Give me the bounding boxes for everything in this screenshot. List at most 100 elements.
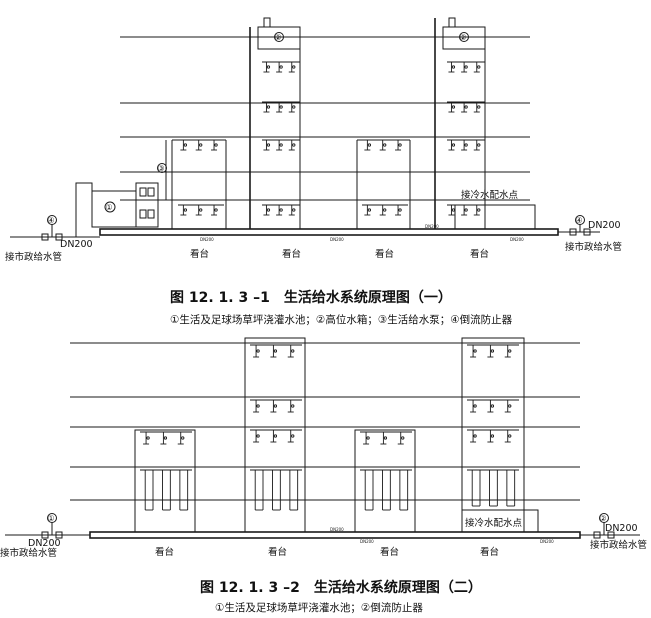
legend-2: ①生活及足球场草坪浇灌水池；②倒流防止器 bbox=[215, 601, 423, 614]
valve-icon bbox=[451, 105, 456, 109]
valve-icon bbox=[490, 349, 495, 353]
tower-1 bbox=[249, 17, 301, 229]
backflow-preventer-left bbox=[41, 215, 63, 241]
stand-label: 看台 bbox=[380, 546, 399, 558]
valve-icon bbox=[292, 105, 296, 109]
valve-icon bbox=[291, 404, 295, 408]
roof-tank bbox=[257, 26, 301, 50]
valve-icon bbox=[477, 143, 481, 147]
main-supply-pipe bbox=[89, 531, 581, 539]
valve-icon bbox=[266, 208, 271, 212]
stand-label: 看台 bbox=[268, 546, 287, 558]
valve-icon bbox=[291, 434, 295, 438]
valve-icon bbox=[477, 208, 481, 212]
building-block bbox=[354, 429, 416, 533]
valve-icon bbox=[292, 143, 296, 147]
stand-label: 看台 bbox=[190, 248, 209, 260]
tower-2 bbox=[434, 17, 486, 229]
building-block bbox=[134, 429, 196, 533]
valve-icon bbox=[508, 434, 512, 438]
valve-icon bbox=[292, 65, 296, 69]
backflow-preventer-right bbox=[569, 215, 591, 236]
valve-icon bbox=[181, 436, 185, 440]
valve-icon bbox=[279, 65, 283, 69]
dn-label-left: DN200 bbox=[28, 538, 61, 549]
pipe-size-mark: DN200 bbox=[200, 237, 214, 242]
valve-icon bbox=[367, 208, 372, 212]
pipe-size-mark: DN200 bbox=[540, 539, 554, 544]
marker-2-tower-2: ② bbox=[460, 33, 467, 42]
valve-icon bbox=[256, 404, 260, 408]
backflow-preventer-right bbox=[593, 513, 615, 539]
valve-icon bbox=[367, 143, 372, 147]
valve-icon bbox=[490, 434, 495, 438]
valve-icon bbox=[451, 65, 456, 69]
valve-icon bbox=[146, 436, 150, 440]
valve-icon bbox=[273, 349, 278, 353]
valve-icon bbox=[214, 143, 218, 147]
stand-riser-a bbox=[171, 139, 227, 229]
valve-icon bbox=[508, 404, 512, 408]
valve-icon bbox=[477, 105, 481, 109]
valve-icon bbox=[273, 434, 278, 438]
valve-icon bbox=[401, 436, 405, 440]
marker-2-tower-1: ② bbox=[275, 33, 282, 42]
valve-icon bbox=[292, 208, 296, 212]
valve-icon bbox=[266, 143, 271, 147]
inlet-label-right: 接市政给水管 bbox=[565, 241, 622, 253]
valve-icon bbox=[199, 143, 203, 147]
valve-icon bbox=[366, 436, 370, 440]
pipe-size-mark: DN200 bbox=[330, 237, 344, 242]
stand-label: 看台 bbox=[282, 248, 301, 260]
valve-icon bbox=[214, 208, 218, 212]
dn-label-right: DN200 bbox=[588, 220, 621, 231]
inlet-label-left: 接市政给水管 bbox=[0, 547, 57, 559]
water-pumps bbox=[135, 140, 167, 228]
valve-icon bbox=[490, 404, 495, 408]
valve-icon bbox=[266, 65, 271, 69]
valve-icon bbox=[398, 143, 402, 147]
marker-4-left: ④ bbox=[48, 216, 55, 225]
valve-icon bbox=[473, 434, 477, 438]
branch-fixtures bbox=[178, 61, 485, 216]
valve-icon bbox=[266, 105, 271, 109]
valve-icon bbox=[199, 208, 203, 212]
valve-icon bbox=[383, 208, 387, 212]
marker-3: ③ bbox=[158, 164, 165, 173]
dn-label-right: DN200 bbox=[605, 523, 638, 534]
pipe-size-mark: DN200 bbox=[330, 527, 344, 532]
valve-icon bbox=[291, 349, 295, 353]
valve-icon bbox=[464, 65, 468, 69]
marker-1: ① bbox=[106, 203, 113, 212]
valve-icon bbox=[163, 436, 168, 440]
valve-icon bbox=[473, 404, 477, 408]
roof-tank bbox=[442, 26, 486, 50]
valve-icon bbox=[256, 434, 260, 438]
valve-icon bbox=[279, 208, 283, 212]
caption-2: 图 12. 1. 3 –2 生活给水系统原理图（二） bbox=[200, 579, 482, 596]
caption-1: 图 12. 1. 3 –1 生活给水系统原理图（一） bbox=[170, 289, 452, 306]
stand-label: 看台 bbox=[155, 546, 174, 558]
cold-water-point-label: 接冷水配水点 bbox=[465, 517, 523, 529]
valve-icon bbox=[464, 208, 468, 212]
valve-icon bbox=[451, 208, 456, 212]
valve-icon bbox=[279, 143, 283, 147]
building-block bbox=[244, 337, 306, 533]
cold-water-point-label: 接冷水配水点 bbox=[461, 189, 519, 201]
valve-icon bbox=[273, 404, 278, 408]
valve-icon bbox=[508, 349, 512, 353]
valve-icon bbox=[477, 65, 481, 69]
pipe-size-mark: DN200 bbox=[425, 224, 439, 229]
valve-icon bbox=[183, 208, 188, 212]
cold-water-point-box bbox=[454, 204, 536, 230]
inlet-label-right: 接市政给水管 bbox=[590, 539, 647, 551]
valve-icon bbox=[451, 143, 456, 147]
marker-1-left: ① bbox=[48, 514, 55, 523]
backflow-preventer-left bbox=[41, 513, 63, 539]
marker-2-right: ② bbox=[600, 514, 607, 523]
stand-label: 看台 bbox=[470, 248, 489, 260]
valve-icon bbox=[464, 105, 468, 109]
marker-4-right: ④ bbox=[576, 216, 583, 225]
valve-icon bbox=[383, 436, 388, 440]
branch-fixtures bbox=[140, 344, 519, 511]
